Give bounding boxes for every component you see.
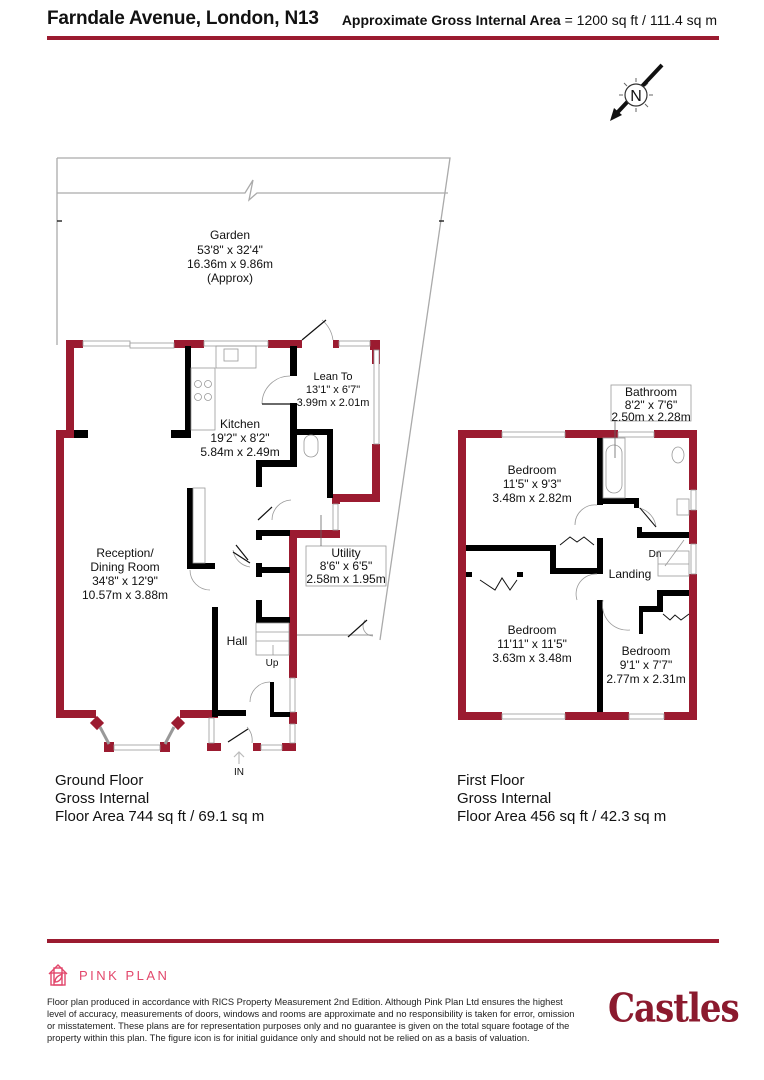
svg-text:9'1" x 7'7": 9'1" x 7'7" [620,658,672,672]
gross-area-value: = 1200 sq ft / 111.4 sq m [560,12,717,28]
bedroom-2-label: Bedroom 11'11" x 11'5" 3.63m x 3.48m [492,623,571,665]
svg-text:19'2" x 8'2": 19'2" x 8'2" [210,431,269,445]
svg-text:Dining Room: Dining Room [90,560,159,574]
svg-text:Bedroom: Bedroom [622,644,671,658]
utility-label: Utility 8'6" x 6'5" 2.58m x 1.95m [306,546,385,586]
stairs-up-label: Up [266,658,279,669]
svg-text:2.50m x 2.28m: 2.50m x 2.28m [611,410,690,424]
svg-text:53'8" x 32'4": 53'8" x 32'4" [197,243,263,257]
svg-text:10.57m x 3.88m: 10.57m x 3.88m [82,588,168,602]
reception-label: Reception/ Dining Room 34'8" x 12'9" 10.… [82,546,168,602]
svg-text:13'1" x 6'7": 13'1" x 6'7" [306,384,360,396]
svg-text:3.63m x 3.48m: 3.63m x 3.48m [492,651,571,665]
north-arrow-icon: N [610,63,664,121]
header-divider [47,36,719,40]
ground-floor-caption: Ground Floor Gross Internal Floor Area 7… [55,772,264,826]
ground-floor-area: Floor Area 744 sq ft / 69.1 sq m [55,808,265,825]
bay-windows [98,726,176,745]
property-address: Farndale Avenue, London, N13 [47,8,319,29]
castles-agent-logo: Castles [608,986,740,1032]
ground-floor-exterior-walls [56,340,380,752]
gross-area-label: Approximate Gross Internal Area [341,12,561,28]
garden-label: Garden 53'8" x 32'4" 16.36m x 9.86m (App… [187,228,273,285]
svg-text:11'5" x 9'3": 11'5" x 9'3" [503,477,561,491]
lean-to-label: Lean To 13'1" x 6'7" 3.99m x 2.01m [297,371,370,409]
ground-floor-subtitle: Gross Internal [55,790,150,807]
house-leaf-icon [48,964,68,986]
svg-text:16.36m x 9.86m: 16.36m x 9.86m [187,257,273,271]
first-floor-windows [501,431,697,720]
svg-text:34'8" x 12'9": 34'8" x 12'9" [92,574,158,588]
svg-text:Kitchen: Kitchen [220,417,260,431]
door-leaves [227,319,368,743]
first-floor-internal-walls [466,438,689,712]
svg-text:Bedroom: Bedroom [508,623,557,637]
bedroom-1-label: Bedroom 11'5" x 9'3" 3.48m x 2.82m [492,463,571,505]
ground-floor-internal-walls [74,346,333,717]
entrance-arrow-icon [233,751,245,764]
svg-text:8'2" x 7'6": 8'2" x 7'6" [625,398,677,412]
svg-text:3.99m x 2.01m: 3.99m x 2.01m [297,397,370,409]
first-floor-caption: First Floor Gross Internal Floor Area 45… [457,772,666,826]
svg-text:Reception/: Reception/ [96,546,154,560]
svg-text:N: N [630,88,642,105]
bedroom-3-label: Bedroom 9'1" x 7'7" 2.77m x 2.31m [606,644,685,686]
svg-text:Lean To: Lean To [314,371,353,383]
svg-text:8'6" x 6'5": 8'6" x 6'5" [320,559,372,573]
first-floor-area: Floor Area 456 sq ft / 42.3 sq m [457,808,667,825]
svg-text:11'11" x 11'5": 11'11" x 11'5" [497,637,567,651]
svg-text:(Approx): (Approx) [207,271,253,285]
kitchen-label: Kitchen 19'2" x 8'2" 5.84m x 2.49m [200,417,279,459]
garden-outline [56,157,451,641]
svg-text:2.58m x 1.95m: 2.58m x 1.95m [306,572,385,586]
first-floor-exterior-walls [458,430,697,720]
svg-text:Bedroom: Bedroom [508,463,557,477]
first-floor-title: First Floor [457,772,525,789]
ground-floor-fixtures [189,319,374,744]
entrance-label: IN [234,767,244,778]
svg-text:Utility: Utility [331,546,360,560]
svg-text:Garden: Garden [210,228,250,242]
gross-area-summary: Approximate Gross Internal Area = 1200 s… [342,12,717,28]
hall-label: Hall [227,634,248,648]
disclaimer-text: Floor plan produced in accordance with R… [47,997,575,1043]
stairs-down-label: Dn [649,549,662,560]
floor-plan-drawing: N [56,63,697,778]
pink-plan-logo: PINK PLAN [47,963,169,987]
svg-text:Bathroom: Bathroom [625,385,677,399]
footer-divider [47,939,719,943]
svg-text:3.48m x 2.82m: 3.48m x 2.82m [492,491,571,505]
svg-text:2.77m x 2.31m: 2.77m x 2.31m [606,672,685,686]
bathroom-label: Bathroom 8'2" x 7'6" 2.50m x 2.28m [611,385,690,424]
landing-label: Landing [609,567,652,581]
wardrobe-doors [479,507,690,621]
svg-text:5.84m x 2.49m: 5.84m x 2.49m [200,445,279,459]
first-floor-subtitle: Gross Internal [457,790,552,807]
pink-plan-brand: PINK PLAN [79,967,170,983]
first-floor-fixtures [574,384,692,631]
ground-floor-windows [82,340,380,751]
ground-floor-title: Ground Floor [55,772,144,789]
